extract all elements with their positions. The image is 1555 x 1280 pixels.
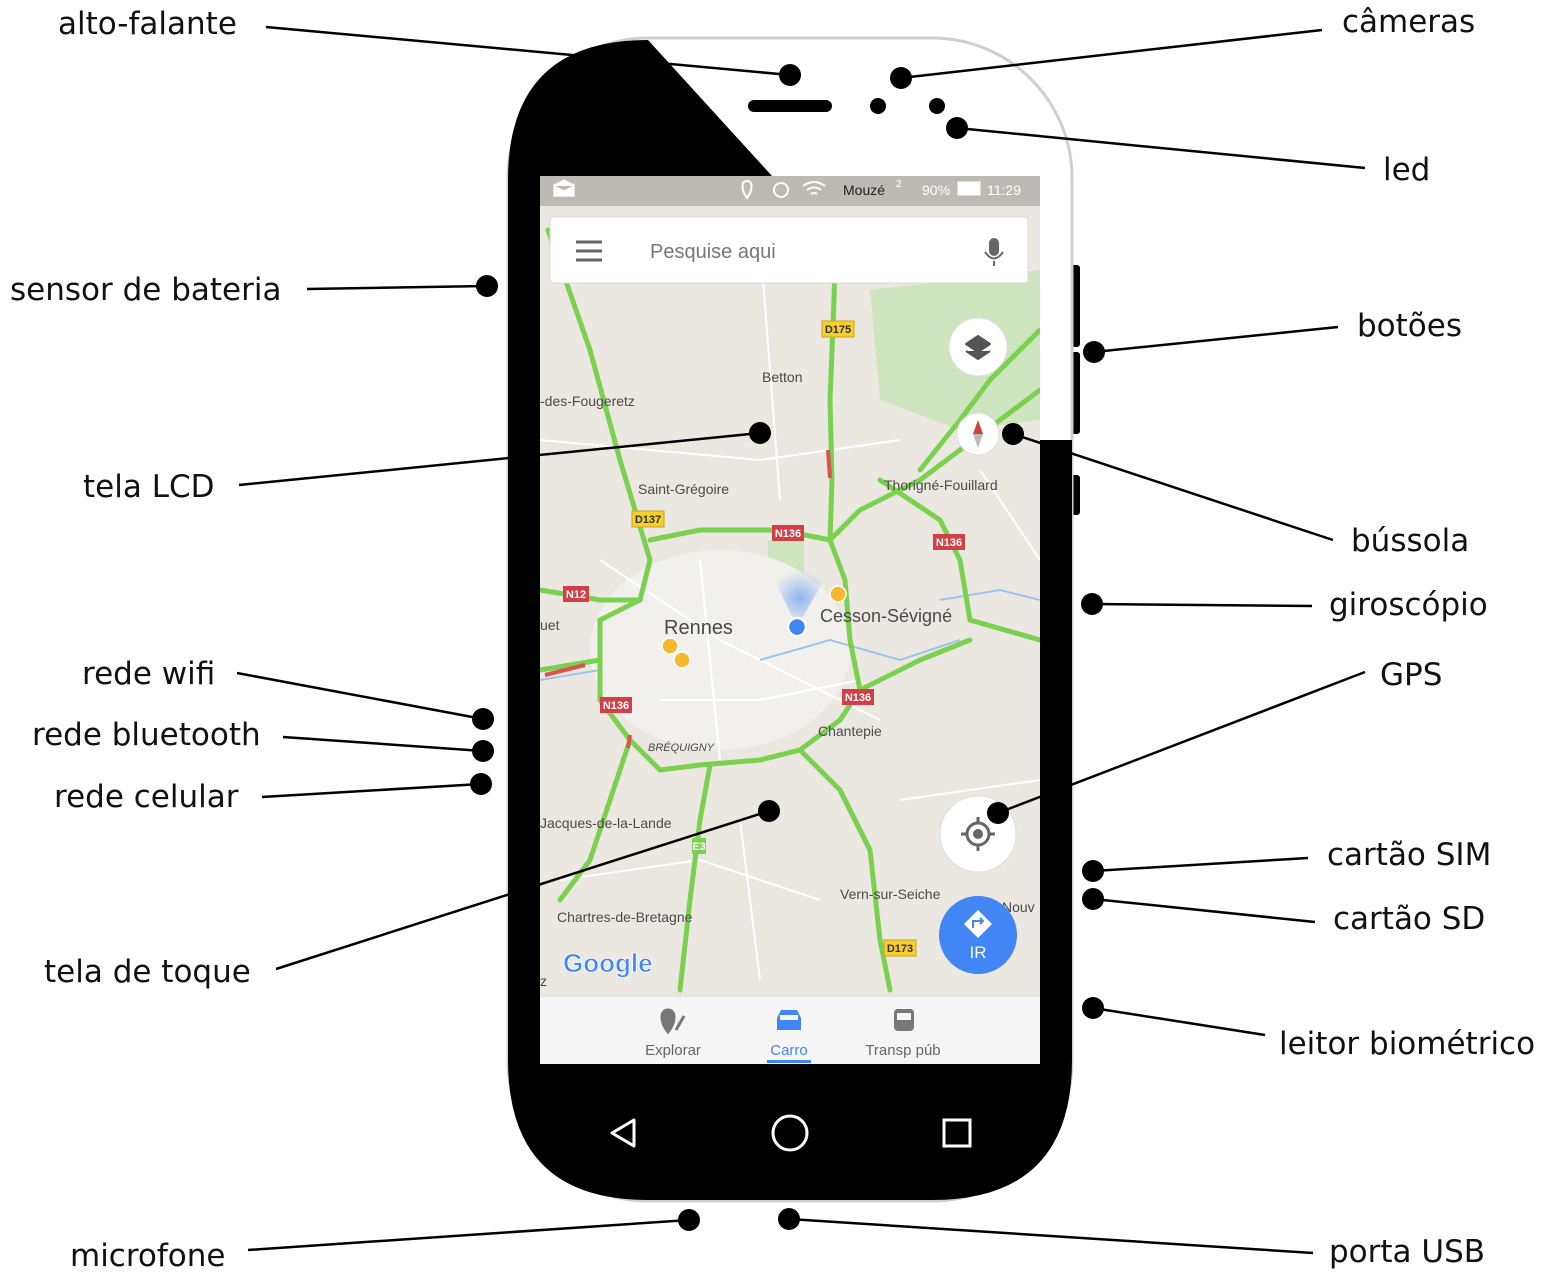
heading-beam bbox=[770, 570, 830, 627]
place-jacques: Jacques-de-la-Lande bbox=[540, 815, 672, 831]
alarm-status-icon bbox=[773, 182, 789, 198]
place-uet: uet bbox=[540, 617, 560, 633]
label-botoes: botões bbox=[1357, 308, 1462, 344]
layers-icon bbox=[965, 335, 991, 360]
place-fougeretz: -des-Fougeretz bbox=[540, 393, 635, 409]
callout-lines bbox=[236, 25, 1366, 1255]
compass-icon bbox=[973, 420, 983, 434]
place-chantepie: Chantepie bbox=[818, 723, 882, 739]
label-cartao-sim: cartão SIM bbox=[1327, 837, 1491, 873]
road-badge-n136b bbox=[933, 534, 965, 550]
label-sensor-bateria: sensor de bateria bbox=[10, 272, 281, 308]
road-badge-n136c bbox=[600, 697, 632, 713]
home-nav-icon[interactable] bbox=[771, 1114, 809, 1152]
tab-explorar-label: Explorar bbox=[645, 1042, 701, 1059]
label-tela-toque: tela de toque bbox=[44, 954, 251, 990]
place-saint-gregoire: Saint-Grégoire bbox=[638, 481, 729, 497]
starred-place-icon[interactable] bbox=[661, 585, 847, 669]
crosshair-icon bbox=[961, 817, 995, 851]
recents-nav-icon[interactable] bbox=[942, 1118, 972, 1148]
label-led: led bbox=[1383, 152, 1430, 188]
road-badge-n12-text: N12 bbox=[566, 589, 586, 601]
google-logo: Google bbox=[563, 948, 653, 978]
road-badge-n136d bbox=[842, 689, 874, 705]
road-badge-d175 bbox=[821, 320, 855, 338]
place-z: z bbox=[540, 973, 547, 989]
place-betton: Betton bbox=[762, 369, 802, 385]
road-badge-d173-text: D173 bbox=[887, 943, 913, 955]
label-microfone: microfone bbox=[70, 1238, 225, 1274]
place-nouv: Nouv bbox=[1002, 899, 1035, 915]
menu-icon[interactable] bbox=[576, 240, 602, 262]
back-nav-icon[interactable] bbox=[610, 1118, 636, 1148]
carrier-name: Mouzé bbox=[843, 182, 885, 198]
tab-carro-label: Carro bbox=[770, 1042, 808, 1059]
status-time: 11:29 bbox=[987, 182, 1021, 198]
callout-labels: alto-falante câmeras led sensor de bater… bbox=[10, 4, 1535, 1274]
directions-icon bbox=[964, 910, 992, 938]
road-badge-n136a-text: N136 bbox=[775, 528, 801, 540]
current-location-dot bbox=[786, 616, 808, 638]
microphone-icon[interactable] bbox=[984, 238, 1004, 266]
place-rennes: Rennes bbox=[664, 617, 733, 639]
label-tela-lcd: tela LCD bbox=[83, 469, 214, 505]
directions-button[interactable]: IR bbox=[939, 896, 1017, 974]
sim-slot-indicator: 2 bbox=[896, 179, 902, 190]
location-status-icon bbox=[741, 179, 753, 200]
road-badge-n136a bbox=[772, 525, 804, 541]
label-alto-falante: alto-falante bbox=[58, 6, 237, 42]
label-porta-usb: porta USB bbox=[1329, 1234, 1485, 1270]
place-thorigne: Thorigné-Fouillard bbox=[884, 477, 998, 493]
bottom-tab-bar: Explorar Carro Transp púb bbox=[540, 995, 1040, 1064]
tab-explorar[interactable]: Explorar bbox=[645, 1008, 701, 1059]
phone-screen[interactable]: D175 D137 N136 N136 N12 N136 N136 E3 D17… bbox=[540, 176, 1040, 1064]
place-brequigny: BRÉQUIGNY bbox=[648, 741, 715, 754]
road-badge-n136b-text: N136 bbox=[936, 537, 962, 549]
tab-transp-pub-label: Transp púb bbox=[865, 1042, 940, 1059]
speaker-slot bbox=[748, 100, 832, 112]
callout-dots bbox=[470, 64, 1105, 1231]
label-rede-wifi: rede wifi bbox=[82, 656, 215, 692]
wifi-status-icon bbox=[802, 181, 826, 195]
search-input[interactable]: Pesquise aqui bbox=[650, 241, 776, 263]
search-bar[interactable]: Pesquise aqui bbox=[549, 216, 1029, 284]
label-cameras: câmeras bbox=[1342, 4, 1475, 40]
label-rede-celular: rede celular bbox=[54, 779, 239, 815]
active-tab-indicator bbox=[767, 1060, 811, 1063]
mail-notification-icon bbox=[553, 179, 575, 197]
label-bussola: bússola bbox=[1351, 523, 1469, 559]
road-badge-e3 bbox=[692, 838, 706, 854]
place-vern: Vern-sur-Seiche bbox=[840, 886, 941, 902]
road-badge-d137 bbox=[631, 510, 665, 528]
label-leitor-biometrico: leitor biométrico bbox=[1279, 1026, 1535, 1062]
road-badge-n136d-text: N136 bbox=[845, 692, 871, 704]
label-cartao-sd: cartão SD bbox=[1333, 901, 1485, 937]
label-giroscopio: giroscópio bbox=[1329, 587, 1488, 623]
place-chartres: Chartres-de-Bretagne bbox=[557, 909, 693, 925]
tab-transp-pub[interactable]: Transp púb bbox=[865, 1009, 941, 1059]
front-camera bbox=[870, 98, 886, 114]
road-badge-d173 bbox=[883, 939, 917, 957]
battery-percent: 90% bbox=[922, 182, 950, 198]
led-hole bbox=[929, 98, 945, 114]
road-badge-d175-text: D175 bbox=[825, 324, 851, 336]
explore-pin-icon bbox=[660, 1008, 686, 1035]
road-badge-n12 bbox=[563, 586, 589, 602]
road-badge-n136c-text: N136 bbox=[603, 700, 629, 712]
road-badge-d137-text: D137 bbox=[635, 514, 661, 526]
battery-icon bbox=[957, 181, 981, 196]
layers-button[interactable] bbox=[948, 317, 1008, 377]
place-cesson: Cesson-Sévigné bbox=[820, 606, 952, 626]
label-rede-bluetooth: rede bluetooth bbox=[32, 717, 261, 753]
road-badge-e3-text: E3 bbox=[692, 841, 705, 853]
compass-button[interactable] bbox=[956, 412, 1000, 456]
label-gps: GPS bbox=[1380, 657, 1442, 693]
tab-carro[interactable]: Carro bbox=[767, 1010, 811, 1063]
status-bar: Mouzé 2 90% 11:29 bbox=[540, 176, 1040, 206]
directions-label: IR bbox=[970, 943, 987, 962]
